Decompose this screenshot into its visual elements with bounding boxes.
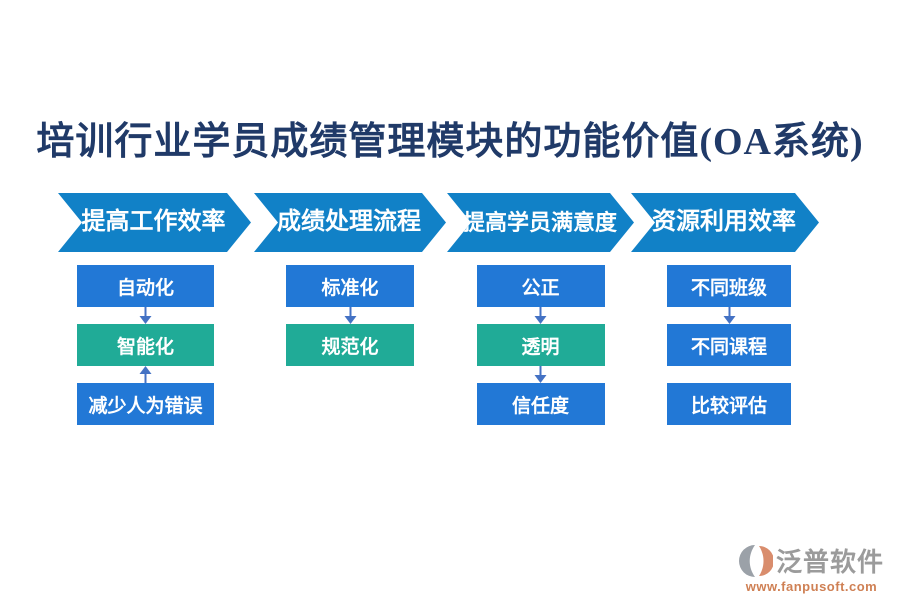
columns: 提高工作效率自动化智能化减少人为错误成绩处理流程标准化规范化提高学员满意度公正透… (0, 193, 900, 433)
arrow-up-icon (139, 366, 152, 383)
column-2: 成绩处理流程标准化规范化 (254, 193, 446, 366)
value-box: 比较评估 (667, 383, 791, 425)
column-flow: 标准化规范化 (254, 252, 446, 366)
column-header-chevron: 提高工作效率 (58, 193, 251, 252)
value-box: 减少人为错误 (77, 383, 214, 425)
value-box: 不同班级 (667, 265, 791, 307)
watermark: 泛普软件 www.fanpusoft.com (738, 542, 884, 594)
value-box: 透明 (476, 324, 605, 366)
arrow-down-icon (344, 307, 357, 324)
value-box: 智能化 (77, 324, 214, 366)
column-header-chevron: 成绩处理流程 (254, 193, 446, 252)
arrow-down-icon (139, 307, 152, 324)
watermark-url: www.fanpusoft.com (745, 579, 878, 594)
watermark-top: 泛普软件 (738, 542, 884, 579)
column-flow: 公正透明信任度 (447, 252, 634, 425)
column-header-chevron: 提高学员满意度 (447, 193, 634, 252)
arrow-down-icon (534, 366, 547, 383)
page-title: 培训行业学员成绩管理模块的功能价值(OA系统) (36, 121, 864, 163)
value-box: 自动化 (77, 265, 214, 307)
value-box: 公正 (476, 265, 605, 307)
column-flow: 自动化智能化减少人为错误 (49, 252, 242, 425)
value-box: 规范化 (286, 324, 414, 366)
value-box: 不同课程 (667, 324, 791, 366)
column-header-chevron: 资源利用效率 (631, 193, 819, 252)
arrow-down-icon (534, 307, 547, 324)
column-flow: 不同班级不同课程比较评估 (635, 252, 823, 425)
column-4: 资源利用效率不同班级不同课程比较评估 (631, 193, 819, 425)
arrow-down-icon (723, 307, 736, 324)
watermark-brand: 泛普软件 (775, 548, 884, 577)
value-box: 信任度 (476, 383, 605, 425)
value-box: 标准化 (286, 265, 414, 307)
column-1: 提高工作效率自动化智能化减少人为错误 (58, 193, 251, 425)
fanpu-logo-icon (738, 544, 773, 577)
column-3: 提高学员满意度公正透明信任度 (447, 193, 634, 425)
